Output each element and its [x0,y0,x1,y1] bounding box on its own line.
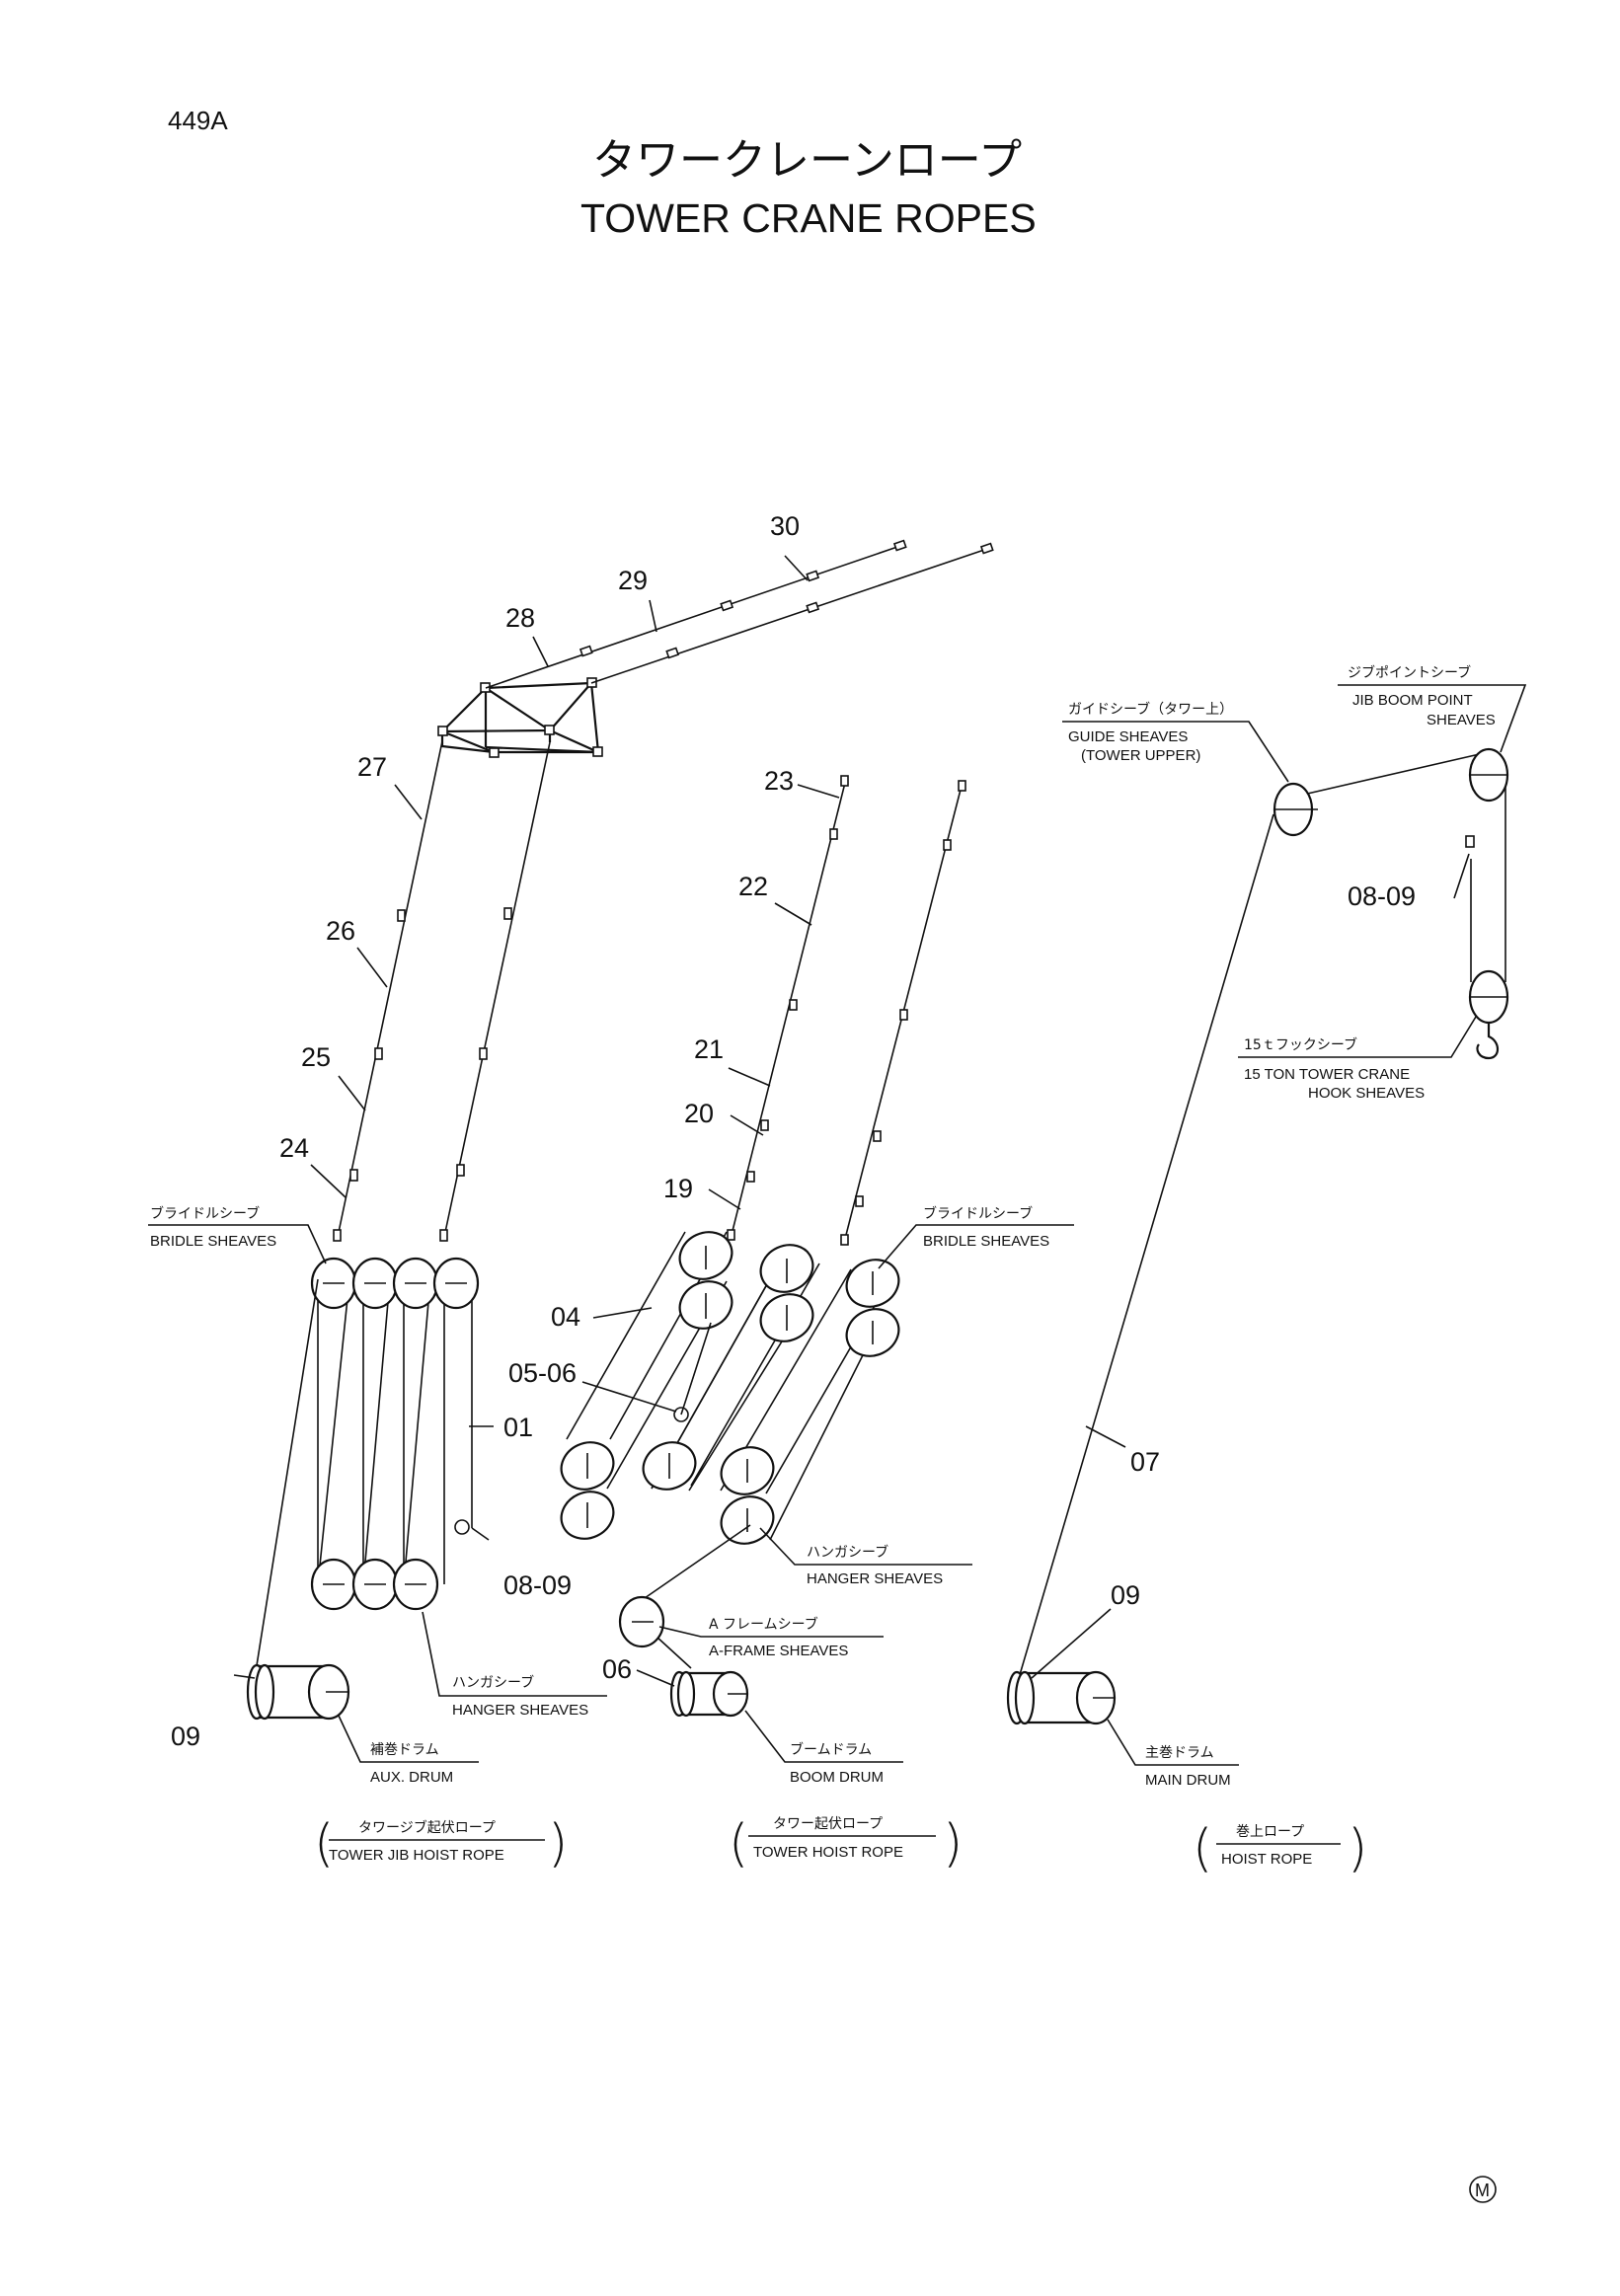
svg-text:BRIDLE SHEAVES: BRIDLE SHEAVES [923,1233,1049,1250]
boom-drum [669,1670,749,1718]
svg-text:MAIN DRUM: MAIN DRUM [1145,1772,1231,1789]
svg-text:HOIST ROPE: HOIST ROPE [1221,1851,1312,1868]
part-29: 29 [618,566,648,595]
part-30: 30 [770,511,800,541]
svg-text:15 TON TOWER CRANE: 15 TON TOWER CRANE [1244,1066,1410,1083]
part-01: 01 [503,1413,533,1442]
label-bridle-left: ブライドルシーブ BRIDLE SHEAVES [148,1205,327,1264]
svg-text:(: ( [729,1814,748,1874]
svg-text:): ) [1348,1819,1367,1878]
svg-text:A フレームシーブ: A フレームシーブ [709,1616,818,1633]
hanger-sheaves-left [310,1519,470,1611]
part-09-left: 09 [171,1722,200,1751]
aux-drum [233,1278,350,1721]
part-26: 26 [326,916,355,946]
svg-text:GUIDE SHEAVES: GUIDE SHEAVES [1068,728,1188,745]
label-hook-sheaves: 15ｔフックシーブ 15 TON TOWER CRANE HOOK SHEAVE… [1238,1016,1477,1102]
part-27: 27 [357,752,387,782]
main-drum [1006,1670,1117,1725]
svg-text:A-FRAME SHEAVES: A-FRAME SHEAVES [709,1643,848,1659]
label-aframe: A フレームシーブ A-FRAME SHEAVES [658,1616,884,1659]
label-guide-sheaves: ガイドシーブ（タワー上） GUIDE SHEAVES (TOWER UPPER) [1062,701,1289,783]
svg-text:(: ( [314,1814,334,1874]
group-hoist-rope: ( 巻上ロープ HOIST ROPE ) [1193,1819,1367,1878]
label-hanger-mid: ハンガシーブ HANGER SHEAVES [759,1527,972,1587]
part-28: 28 [505,603,535,633]
tower-pendant-ropes [727,775,966,1246]
group-tower-hoist-rope: ( タワー起伏ロープ TOWER HOIST ROPE ) [729,1814,963,1874]
svg-text:タワー起伏ロープ: タワー起伏ロープ [773,1816,883,1832]
label-main-drum: 主巻ドラム MAIN DRUM [1107,1719,1239,1789]
svg-text:SHEAVES: SHEAVES [1427,712,1496,728]
part-21: 21 [694,1034,724,1064]
svg-text:主巻ドラム: 主巻ドラム [1145,1745,1214,1761]
hoist-rope-system [1018,747,1509,1679]
svg-text:ブームドラム: ブームドラム [790,1741,872,1758]
svg-text:(: ( [1193,1819,1212,1878]
label-bridle-mid: ブライドルシーブ BRIDLE SHEAVES [878,1205,1074,1269]
svg-text:(TOWER UPPER): (TOWER UPPER) [1081,747,1200,764]
svg-text:ブライドルシーブ: ブライドルシーブ [923,1205,1033,1222]
group-jib-hoist-rope: ( タワージブ起伏ロープ TOWER JIB HOIST ROPE ) [314,1814,568,1874]
svg-text:BOOM DRUM: BOOM DRUM [790,1769,884,1786]
bridle-sheaves-left [310,1257,480,1585]
part-23: 23 [764,766,794,796]
jib-pendant-ropes [485,539,994,689]
hanger-sheaves-mid [560,1322,775,1545]
svg-text:HANGER SHEAVES: HANGER SHEAVES [807,1570,943,1587]
svg-text:HANGER SHEAVES: HANGER SHEAVES [452,1702,588,1719]
page-code: 449A [168,106,228,135]
svg-text:JIB BOOM POINT: JIB BOOM POINT [1352,692,1473,709]
part-22: 22 [738,872,768,901]
svg-text:M: M [1475,2181,1490,2200]
svg-text:BRIDLE SHEAVES: BRIDLE SHEAVES [150,1233,276,1250]
part-07: 07 [1130,1447,1160,1477]
part-08-09-left: 08-09 [503,1570,572,1600]
bridle-sheaves-mid [566,1231,900,1541]
title-english: TOWER CRANE ROPES [580,195,1037,241]
label-aux-drum: 補巻ドラム AUX. DRUM [338,1715,479,1786]
svg-text:AUX. DRUM: AUX. DRUM [370,1769,453,1786]
part-08-09-right: 08-09 [1348,881,1416,911]
svg-text:): ) [548,1814,568,1874]
svg-text:ジブポイントシーブ: ジブポイントシーブ [1348,664,1471,681]
part-04: 04 [551,1302,580,1332]
svg-text:ハンガシーブ: ハンガシーブ [452,1674,534,1691]
part-06: 06 [602,1654,632,1684]
svg-text:補巻ドラム: 補巻ドラム [370,1742,439,1758]
label-jib-point-sheaves: ジブポイントシーブ JIB BOOM POINT SHEAVES [1338,664,1527,753]
svg-text:HOOK SHEAVES: HOOK SHEAVES [1308,1085,1425,1102]
jib-hoist-rope-lines [333,740,551,1242]
svg-text:TOWER HOIST ROPE: TOWER HOIST ROPE [753,1844,903,1861]
svg-text:ガイドシーブ（タワー上）: ガイドシーブ（タワー上） [1068,701,1233,718]
jib-frame [437,677,603,758]
svg-text:巻上ロープ: 巻上ロープ [1236,1824,1304,1840]
label-hanger-left: ハンガシーブ HANGER SHEAVES [422,1611,607,1719]
svg-text:TOWER JIB HOIST ROPE: TOWER JIB HOIST ROPE [329,1847,504,1864]
part-19: 19 [663,1174,693,1203]
svg-text:15ｔフックシーブ: 15ｔフックシーブ [1244,1036,1357,1053]
part-05-06: 05-06 [508,1358,577,1388]
svg-text:タワージブ起伏ロープ: タワージブ起伏ロープ [358,1819,496,1836]
part-09-right: 09 [1111,1580,1140,1610]
part-25: 25 [301,1042,331,1072]
leader-lines [310,555,1470,1687]
svg-text:ブライドルシーブ: ブライドルシーブ [150,1205,260,1222]
label-boom-drum: ブームドラム BOOM DRUM [744,1710,903,1786]
aframe-sheave [618,1524,751,1669]
title-japanese: タワークレーンロープ [592,135,1022,186]
part-20: 20 [684,1099,714,1128]
circled-m-mark: M [1469,2176,1497,2203]
svg-text:ハンガシーブ: ハンガシーブ [807,1544,888,1561]
svg-text:): ) [943,1814,963,1874]
part-24: 24 [279,1133,309,1163]
